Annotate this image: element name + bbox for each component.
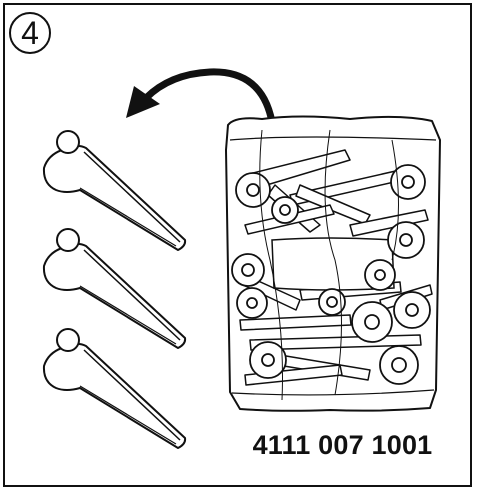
- parts-bag-icon: [225, 115, 441, 412]
- step-number: 4: [21, 15, 39, 51]
- part-number-label: 4111 007 1001: [252, 430, 433, 460]
- curved-arrow-icon: [126, 68, 276, 126]
- blade-3: [42, 328, 187, 449]
- step-badge-icon: [9, 12, 51, 54]
